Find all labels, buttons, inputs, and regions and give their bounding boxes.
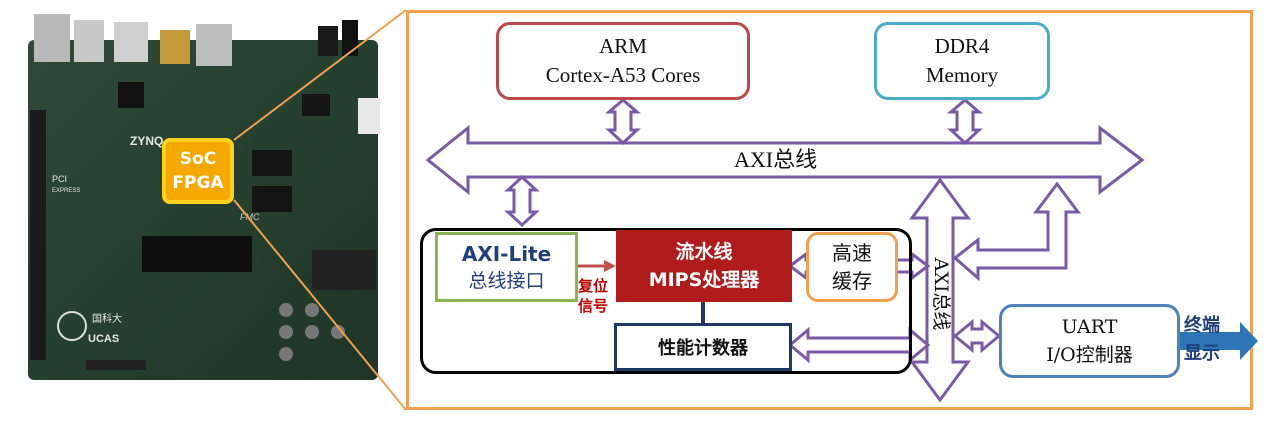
mips-line1: 流水线 — [675, 241, 733, 263]
fmc-silkscreen: FMC — [240, 212, 260, 222]
ddr-chip-2 — [252, 186, 292, 212]
cache-line2: 缓存 — [832, 269, 872, 293]
uart-bus-link-arrow — [952, 318, 1002, 354]
axi-lite-subtitle: 总线接口 — [468, 270, 545, 292]
ddr-title: DDR4 — [934, 34, 990, 58]
perf-bus-link-arrow — [787, 326, 931, 364]
button-5 — [331, 325, 345, 339]
power-connector — [358, 98, 380, 134]
axilite-bus-link-arrow — [504, 174, 540, 228]
architecture-frame — [406, 10, 1253, 410]
hdmi-connector — [160, 30, 190, 64]
button-2 — [305, 303, 319, 317]
ddr-chip-1 — [252, 150, 292, 176]
reset-line2: 信号 — [578, 297, 609, 315]
button-6 — [279, 347, 293, 361]
reset-signal-arrowhead — [604, 260, 616, 272]
button-4 — [305, 325, 319, 339]
arm-cortex-box: ARM Cortex-A53 Cores — [496, 22, 750, 100]
axi-lite-title: AXI-Lite — [461, 242, 552, 266]
cache-line1: 高速 — [832, 241, 872, 265]
soc-label-line1: SoC — [179, 149, 217, 169]
arm-bus-link-arrow — [604, 98, 642, 146]
usb-connector-2 — [74, 20, 104, 62]
axi-lite-interface-box: AXI-Lite 总线接口 — [435, 232, 578, 302]
ethernet-connector — [196, 24, 232, 66]
mips-processor-box: 流水线 MIPS处理器 — [616, 230, 792, 302]
pcie-edge — [30, 110, 46, 360]
processor-subsystem-box — [420, 228, 912, 374]
chip-1 — [118, 82, 144, 108]
ddr4-memory-box: DDR4 Memory — [874, 22, 1050, 100]
pci-silkscreen: PCI — [52, 174, 67, 184]
axi-bus-interconnect-arrow — [952, 181, 1081, 282]
terminal-display-label: 终端 显示 — [1184, 312, 1220, 368]
uart-subtitle: I/O控制器 — [1046, 344, 1133, 366]
express-silkscreen: EXPRESS — [52, 188, 80, 194]
uart-controller-box: UART I/O控制器 — [999, 304, 1180, 378]
soc-label-line2: FPGA — [172, 173, 224, 193]
button-1 — [279, 303, 293, 317]
arm-title: ARM — [599, 34, 647, 58]
callout-line-bottom — [233, 199, 407, 411]
ddr-bus-link-arrow — [946, 98, 984, 146]
terminal-line1: 终端 — [1184, 315, 1220, 336]
chip-silkscreen: ZYNQ — [130, 134, 163, 148]
university-logo — [57, 311, 87, 341]
performance-counter-box: 性能计数器 — [614, 323, 792, 371]
univ-silkscreen: 国科大 — [92, 312, 122, 325]
callout-line-top — [233, 9, 407, 141]
axi-bus-vertical-arrow — [909, 177, 971, 403]
usb-connector-3 — [114, 22, 148, 62]
arm-subtitle: Cortex-A53 Cores — [545, 63, 701, 87]
cache-box: 高速 缓存 — [806, 232, 898, 302]
axi-bus-vertical-label: AXI总线 — [930, 257, 952, 331]
pmod-connectors — [312, 250, 376, 290]
ucas-silkscreen: UCAS — [88, 333, 119, 345]
board-illustration: ZYNQ PCI EXPRESS FMC 国科大 UCAS — [28, 14, 380, 380]
terminal-output-arrow — [1180, 322, 1258, 360]
pcb-body — [28, 40, 378, 380]
uart-title: UART — [1061, 316, 1118, 338]
ddr-subtitle: Memory — [925, 63, 999, 87]
chip-2 — [302, 94, 330, 116]
axi-bus-horizontal-arrow — [425, 124, 1145, 196]
reset-signal-label: 复位 信号 — [578, 276, 608, 316]
bottom-connector — [86, 360, 146, 370]
fmc-connector — [142, 236, 252, 272]
fpga-board-photo: ZYNQ PCI EXPRESS FMC 国科大 UCAS — [22, 10, 382, 385]
mips-line2: MIPS处理器 — [648, 269, 760, 291]
switch-block — [318, 26, 338, 56]
power-jack — [342, 20, 358, 56]
soc-fpga-label: SoC FPGA — [162, 138, 234, 204]
reset-line1: 复位 — [578, 277, 609, 295]
usb-connector-1 — [34, 14, 70, 62]
axi-bus-label: AXI总线 — [734, 147, 818, 172]
button-3 — [279, 325, 293, 339]
terminal-line2: 显示 — [1184, 343, 1220, 364]
